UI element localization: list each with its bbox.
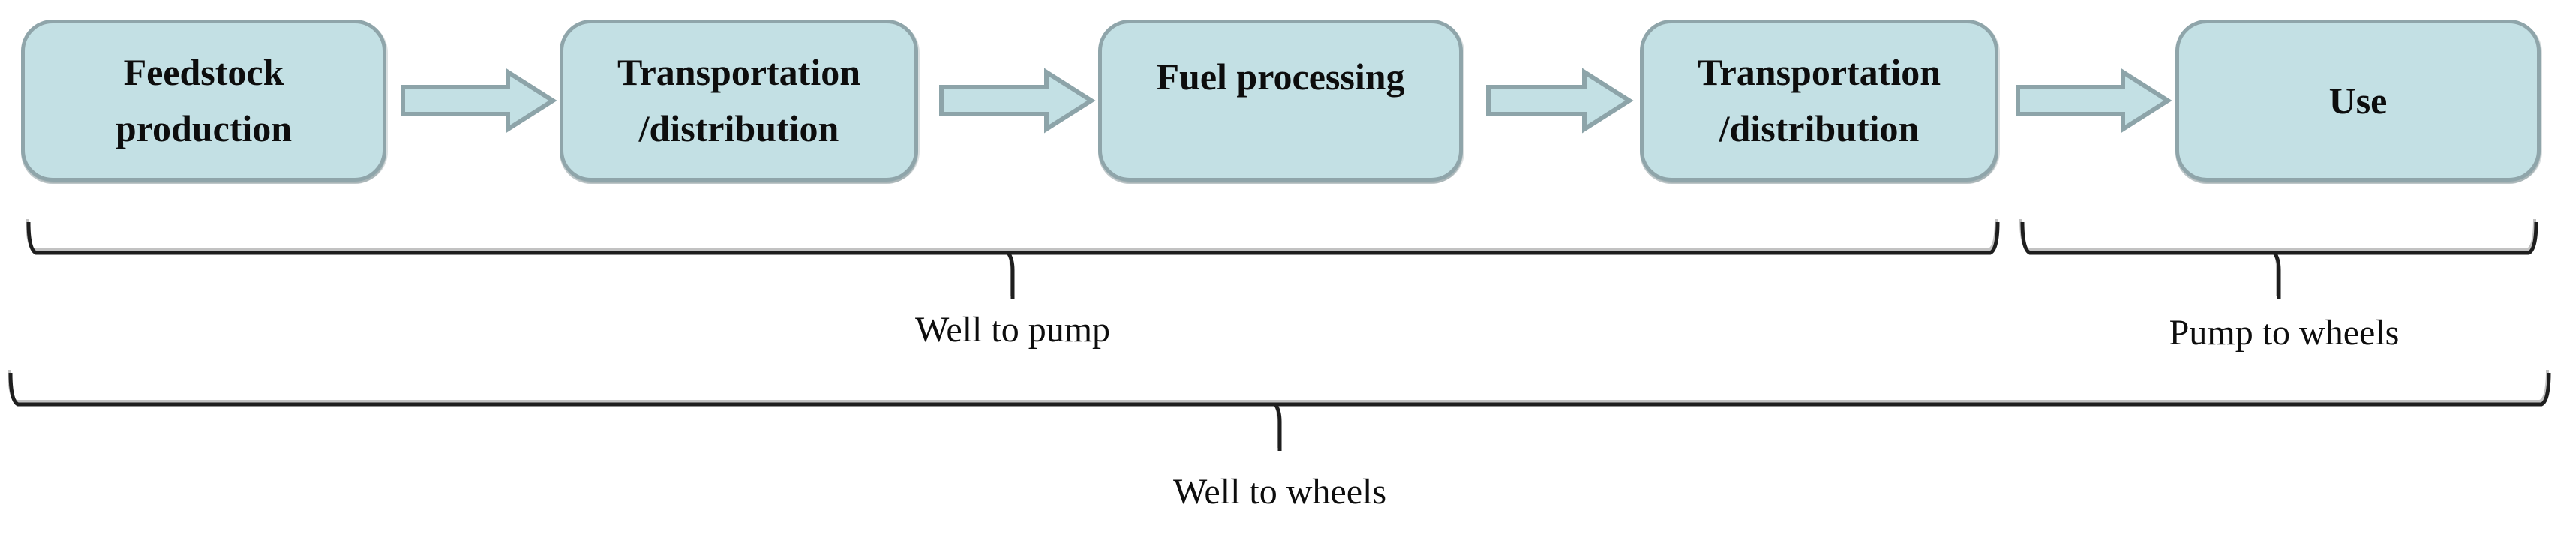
pump-to-wheels-label: Pump to wheels <box>2169 313 2400 353</box>
flow-arrow-4 <box>2016 68 2172 134</box>
stage-label: Fuel processing <box>1156 55 1405 98</box>
stage-label: Transportation /distribution <box>617 51 861 149</box>
well-to-wheels-label: Well to wheels <box>1172 472 1387 512</box>
pump-to-wheels-brace <box>2019 218 2538 299</box>
well-to-wheels-brace <box>8 369 2551 451</box>
flow-arrow-1 <box>401 68 557 134</box>
stage-label: Feedstock production <box>115 51 293 149</box>
well-to-pump-label: Well to pump <box>914 310 1111 350</box>
well-to-pump-brace <box>26 218 2000 299</box>
stage-box-use: Use <box>2175 20 2541 182</box>
stage-label: Use <box>2328 79 2388 122</box>
stage-box-transportation-distribution-2: Transportation /distribution <box>1640 20 1998 182</box>
stage-box-transportation-distribution-1: Transportation /distribution <box>560 20 918 182</box>
stage-label: Transportation /distribution <box>1697 51 1941 149</box>
flow-arrow-3 <box>1486 68 1634 134</box>
flow-arrow-2 <box>939 68 1096 134</box>
stage-box-fuel-processing: Fuel processing <box>1098 20 1463 182</box>
stage-box-feedstock-production: Feedstock production <box>21 20 386 182</box>
